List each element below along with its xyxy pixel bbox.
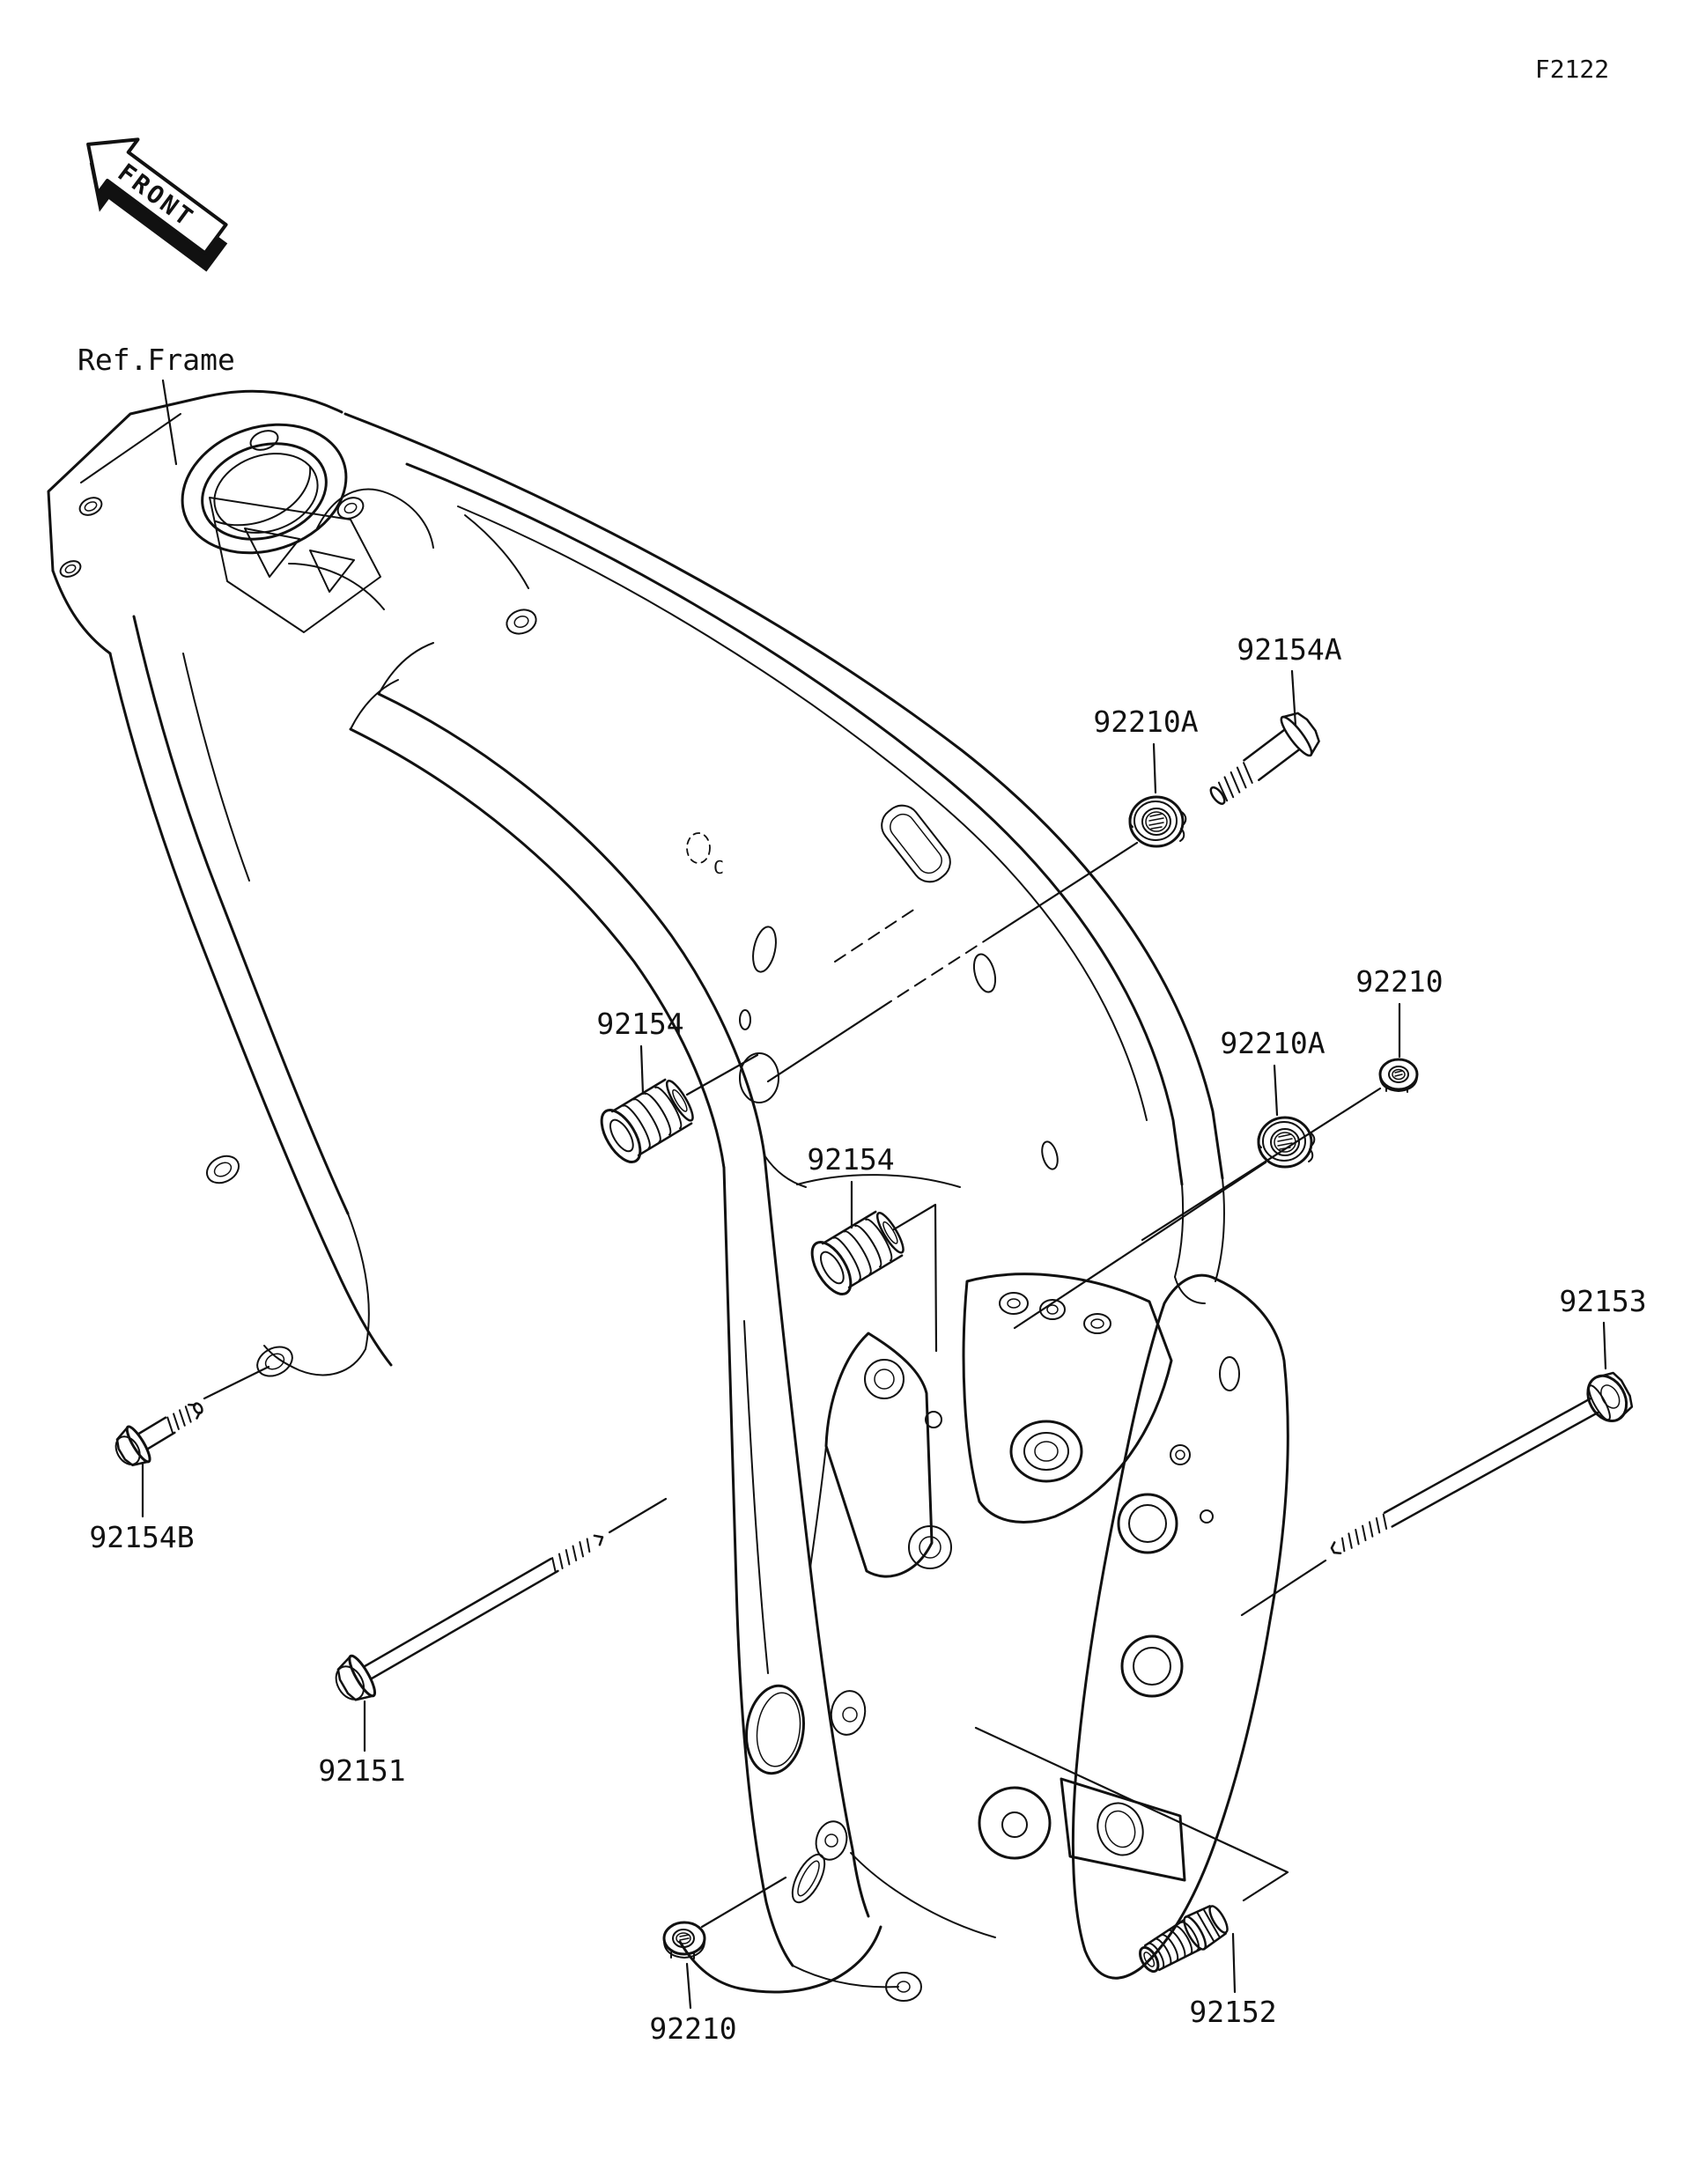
part-92154B-bolt — [114, 1402, 203, 1467]
callout-92154-lower[interactable]: 92154 — [807, 1142, 894, 1177]
callout-92210-right[interactable]: 92210 — [1355, 964, 1443, 999]
part-92153-bolt — [1330, 1371, 1634, 1554]
part-92154-bolt-upper — [600, 1078, 694, 1163]
part-92210A-flange-nut-lower — [1257, 1116, 1316, 1169]
part-92154-bolt-lower — [810, 1210, 905, 1295]
leader-lines — [141, 379, 1607, 2010]
front-arrow: FRONT — [86, 137, 228, 272]
part-92154A-bolt — [1209, 712, 1320, 805]
callout-92210-bottom[interactable]: 92210 — [649, 2011, 736, 2046]
callout-92154A[interactable]: 92154A — [1237, 632, 1341, 667]
part-92151-bolt — [335, 1534, 604, 1701]
callout-92151[interactable]: 92151 — [318, 1753, 405, 1788]
callout-92154B[interactable]: 92154B — [89, 1520, 194, 1554]
frame-drawing — [47, 389, 1289, 2002]
ref-frame-label: Ref.Frame — [78, 343, 235, 377]
part-92210-nut-right — [1378, 1058, 1419, 1093]
center-mark: C — [713, 857, 724, 878]
part-92210-nut-bottom — [662, 1921, 706, 1959]
callout-92210A-upper[interactable]: 92210A — [1093, 705, 1198, 739]
callout-92154-upper[interactable]: 92154 — [596, 1007, 683, 1041]
drawing-code: F2122 — [1535, 55, 1609, 84]
callout-92210A-lower[interactable]: 92210A — [1220, 1026, 1325, 1060]
part-92210A-flange-nut-upper — [1128, 795, 1187, 848]
callout-92152[interactable]: 92152 — [1189, 1995, 1276, 2029]
callout-92153[interactable]: 92153 — [1559, 1284, 1646, 1318]
front-arrow-face — [86, 137, 228, 255]
part-92152-bolt — [1139, 1905, 1229, 1974]
